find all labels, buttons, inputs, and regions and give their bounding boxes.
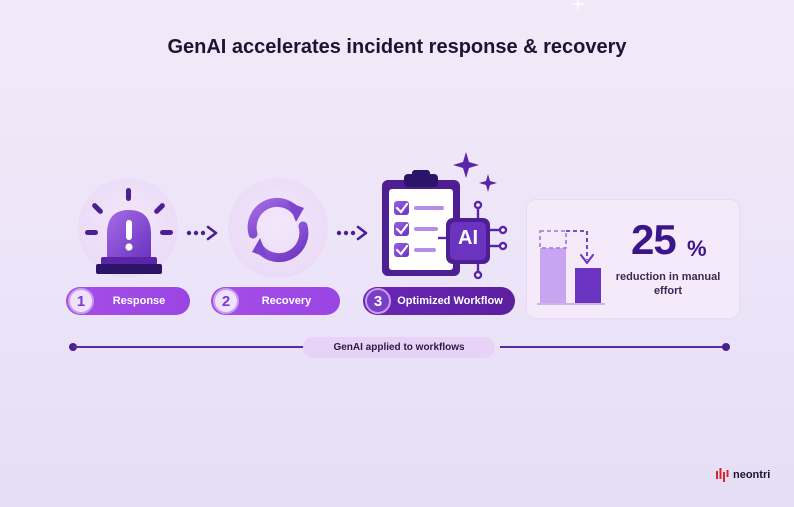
timeline-end-dot — [722, 343, 730, 351]
stat-unit: % — [687, 236, 707, 261]
stat-value: 25 — [631, 216, 677, 263]
stat-card: 25 % reduction in manual effort — [526, 199, 740, 319]
neontri-logo-icon — [716, 468, 729, 482]
stat-description: reduction in manual effort — [615, 271, 721, 297]
dotted-arrow-icon — [186, 225, 218, 241]
sparkle-icon — [570, 0, 586, 12]
step-1-label: Response — [112, 295, 166, 307]
step-1-number: 1 — [68, 288, 94, 314]
timeline-line-left — [73, 346, 305, 348]
reduction-bar-chart-icon — [537, 230, 605, 305]
alarm-siren-icon — [85, 188, 173, 274]
brand-name: neontri — [733, 469, 771, 481]
step-2-number: 2 — [213, 288, 239, 314]
step-3-pill: 3 Optimized Workflow — [363, 287, 515, 315]
step-3-number: 3 — [365, 288, 391, 314]
page-title: GenAI accelerates incident response & re… — [167, 36, 627, 58]
step-1-pill: 1 Response — [66, 287, 190, 315]
ai-checklist-icon — [382, 152, 508, 280]
brand-logo: neontri — [716, 468, 770, 482]
dotted-arrow-icon — [336, 225, 368, 241]
step-2-pill: 2 Recovery — [211, 287, 340, 315]
step-2-label: Recovery — [261, 295, 312, 307]
ai-badge-text: AI — [458, 227, 478, 249]
timeline-line-right — [500, 346, 726, 348]
refresh-cycle-icon — [247, 197, 309, 263]
step-3-label: Optimized Workflow — [397, 295, 503, 307]
timeline-label: GenAI applied to workflows — [303, 337, 495, 358]
